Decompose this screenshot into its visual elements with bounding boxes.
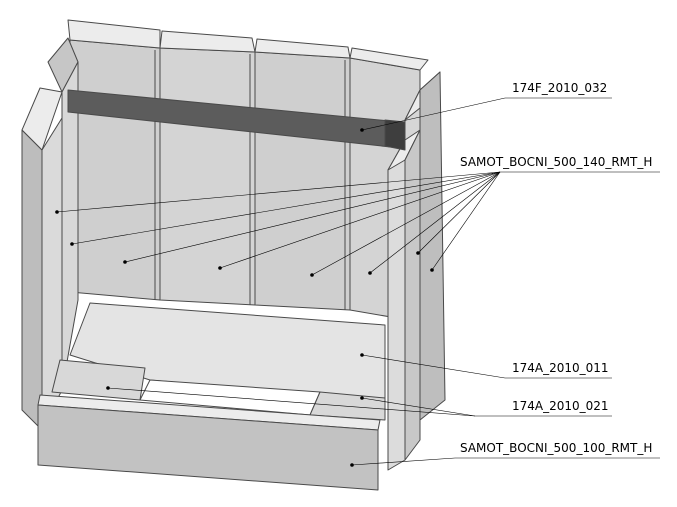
leader-dot-bar: [360, 128, 364, 132]
floor-slab: [51, 302, 386, 421]
label-base: 174A_2010_011: [512, 361, 609, 375]
label-base2: 174A_2010_021: [512, 399, 609, 413]
front-brick: [37, 394, 381, 491]
back-wall: [67, 19, 429, 323]
label-bar: 174F_2010_032: [512, 81, 607, 95]
label-front: SAMOT_BOCNI_500_100_RMT_H: [460, 441, 652, 455]
annotations: 174F_2010_032 SAMOT_BOCNI_500_140_RMT_H …: [55, 81, 660, 467]
label-side: SAMOT_BOCNI_500_140_RMT_H: [460, 155, 652, 169]
steel-bar: [67, 89, 406, 151]
left-side-wall: [21, 37, 79, 431]
leader-line-bar: [361, 97, 506, 131]
